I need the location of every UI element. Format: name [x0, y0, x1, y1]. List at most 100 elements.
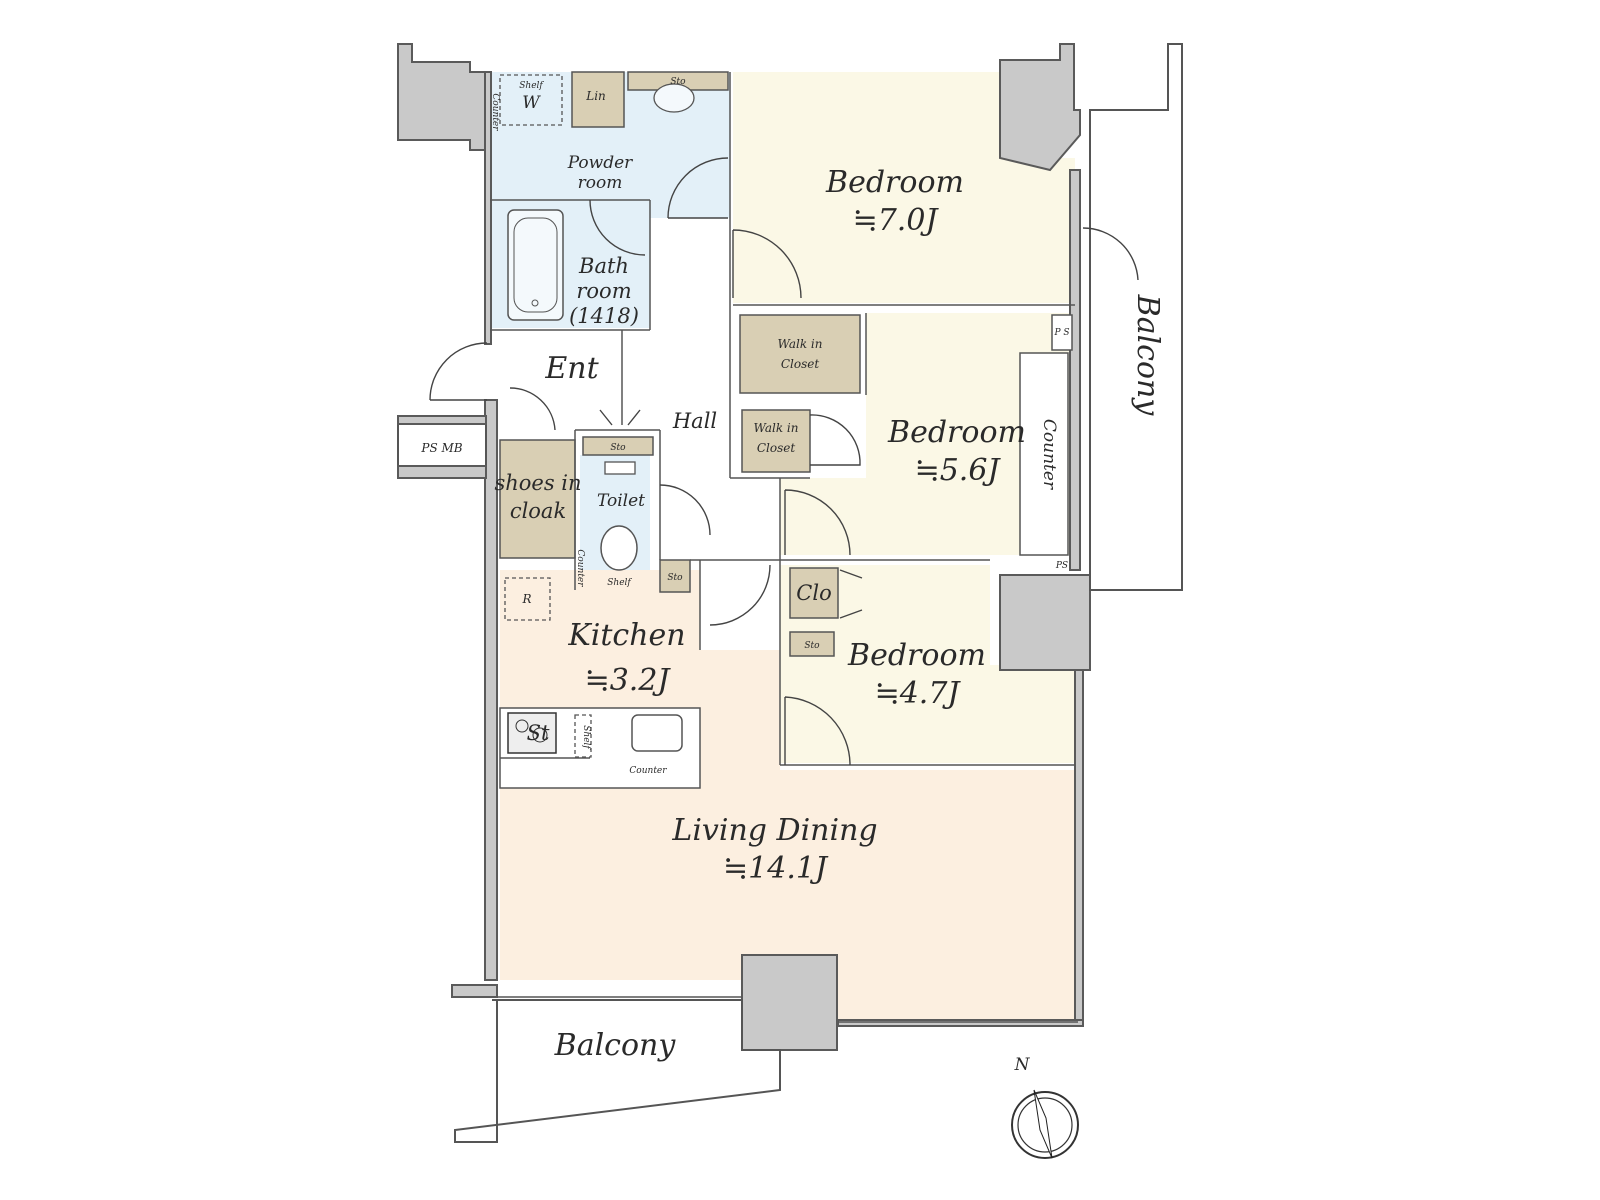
bath-label-3: (1418)	[569, 304, 639, 328]
kitchen-sink	[631, 714, 683, 752]
ps-mb-box	[397, 419, 487, 471]
door-sto	[599, 409, 641, 426]
lin-label: Lin	[585, 89, 606, 103]
sink	[653, 83, 695, 113]
bedroom-2-size: ≒5.6J	[915, 453, 1002, 488]
wall-bottom-right	[837, 1019, 1084, 1027]
balcony-right-label: Balcony	[1130, 294, 1165, 417]
wall-right	[1069, 169, 1081, 571]
bedroom-1-name: Bedroom	[825, 165, 964, 200]
compass: N	[1011, 1055, 1079, 1159]
door-bath	[589, 199, 646, 256]
bedroom-1-size: ≒7.0J	[853, 203, 940, 238]
burner	[515, 719, 529, 733]
bathtub-inner	[513, 217, 558, 313]
kitchen-size: ≒3.2J	[585, 663, 672, 698]
walk-in-closet-2	[741, 409, 811, 473]
bedroom-2-name: Bedroom	[887, 415, 1026, 450]
ent-label: Ent	[544, 351, 599, 386]
door-balcony	[1082, 227, 1139, 281]
sto-small-label: Sto	[667, 573, 683, 583]
storage-toilet-top	[582, 436, 654, 456]
wic2-label-1: Walk in	[754, 421, 799, 435]
wic1-label-2: Closet	[781, 357, 820, 371]
door-bedroom-2	[784, 489, 851, 556]
ps-right-1-label: P S	[1053, 328, 1069, 338]
washer-shelf	[499, 74, 563, 126]
balcony-bottom	[454, 999, 781, 1143]
wall-top-right	[999, 43, 1081, 172]
shoes-label-1: shoes in	[494, 471, 581, 495]
ps-mb-wall-bottom	[397, 465, 487, 479]
ps-box-right	[1051, 314, 1073, 351]
wall-right-block	[999, 574, 1091, 671]
bedroom-1-area	[733, 72, 1075, 303]
sto-top-label: Sto	[670, 77, 686, 87]
wic2-label-2: Closet	[757, 441, 796, 455]
powder-label-2: room	[578, 173, 623, 193]
burner	[532, 727, 548, 743]
balcony-right	[1089, 43, 1183, 591]
labels: Bedroom ≒7.0J Bedroom ≒5.6J Bedroom ≒4.7…	[420, 77, 1165, 1063]
balconies	[454, 43, 1183, 1143]
wall-bottom-left	[451, 984, 498, 998]
counter-toilet-label: Counter	[575, 549, 585, 587]
hall-label: Hall	[672, 409, 717, 433]
wic1-label-1: Walk in	[778, 337, 823, 351]
bath-label-1: Bath	[578, 254, 629, 278]
kitchen-shelf-label: Shelf	[581, 725, 591, 750]
door-powder	[667, 157, 729, 219]
wall-left-lower	[484, 399, 498, 981]
kitchen-counter-label: Counter	[629, 766, 667, 776]
shelf-w-label: Shelf	[519, 81, 544, 91]
doors	[429, 157, 1139, 766]
shoes-in-cloak	[499, 439, 576, 559]
ps-mb-wall-top	[397, 415, 487, 425]
bedroom-3-name: Bedroom	[847, 638, 986, 673]
linen-closet	[571, 71, 625, 128]
wall-top-left	[397, 43, 491, 151]
living-name: Living Dining	[671, 813, 877, 848]
door-kitchen	[709, 564, 771, 626]
door-clo	[839, 569, 863, 619]
column-bottom	[741, 954, 838, 1051]
bedroom-2-area	[780, 313, 1070, 555]
shelf-toilet-label: Shelf	[607, 578, 632, 588]
living-size: ≒14.1J	[723, 851, 829, 886]
compass-needle-tail-icon	[1033, 1089, 1053, 1159]
ps-right-2-label: PS	[1055, 561, 1068, 571]
toilet-tank	[604, 461, 636, 475]
wall-left	[484, 71, 492, 345]
toilet-bowl	[600, 525, 638, 571]
door-wic1	[809, 414, 861, 466]
drain	[531, 299, 539, 307]
counter-bed-label: Counter	[1039, 419, 1059, 490]
compass-ring-inner	[1017, 1097, 1073, 1153]
counter-left-label: Counter	[490, 93, 500, 131]
powder-label-1: Powder	[567, 153, 633, 173]
door-bedroom-1	[732, 229, 802, 299]
sto-clo-label: Sto	[804, 641, 820, 651]
bedroom-counter	[1019, 352, 1069, 556]
fixtures	[499, 74, 701, 789]
compass-n-label: N	[1014, 1055, 1031, 1075]
walls	[397, 43, 1091, 1051]
stove	[507, 712, 557, 754]
storage-toilet-side	[659, 559, 691, 593]
door-shoes	[509, 387, 556, 431]
refrigerator	[504, 577, 551, 621]
r-label: R	[521, 592, 531, 606]
kitchen-name: Kitchen	[567, 618, 685, 653]
kitchen-shelf	[574, 714, 592, 758]
walk-in-closet-1	[739, 314, 861, 394]
room-fills	[490, 71, 1075, 1020]
stove-label: St	[527, 721, 550, 745]
kitchen-living-area	[500, 570, 1075, 1020]
door-entrance	[429, 342, 488, 401]
balcony-bottom-label: Balcony	[554, 1028, 677, 1063]
sto-toilet-label: Sto	[610, 443, 626, 453]
storage-clo	[789, 631, 835, 657]
closet-clo	[789, 567, 839, 619]
door-bedroom-3	[784, 696, 851, 766]
